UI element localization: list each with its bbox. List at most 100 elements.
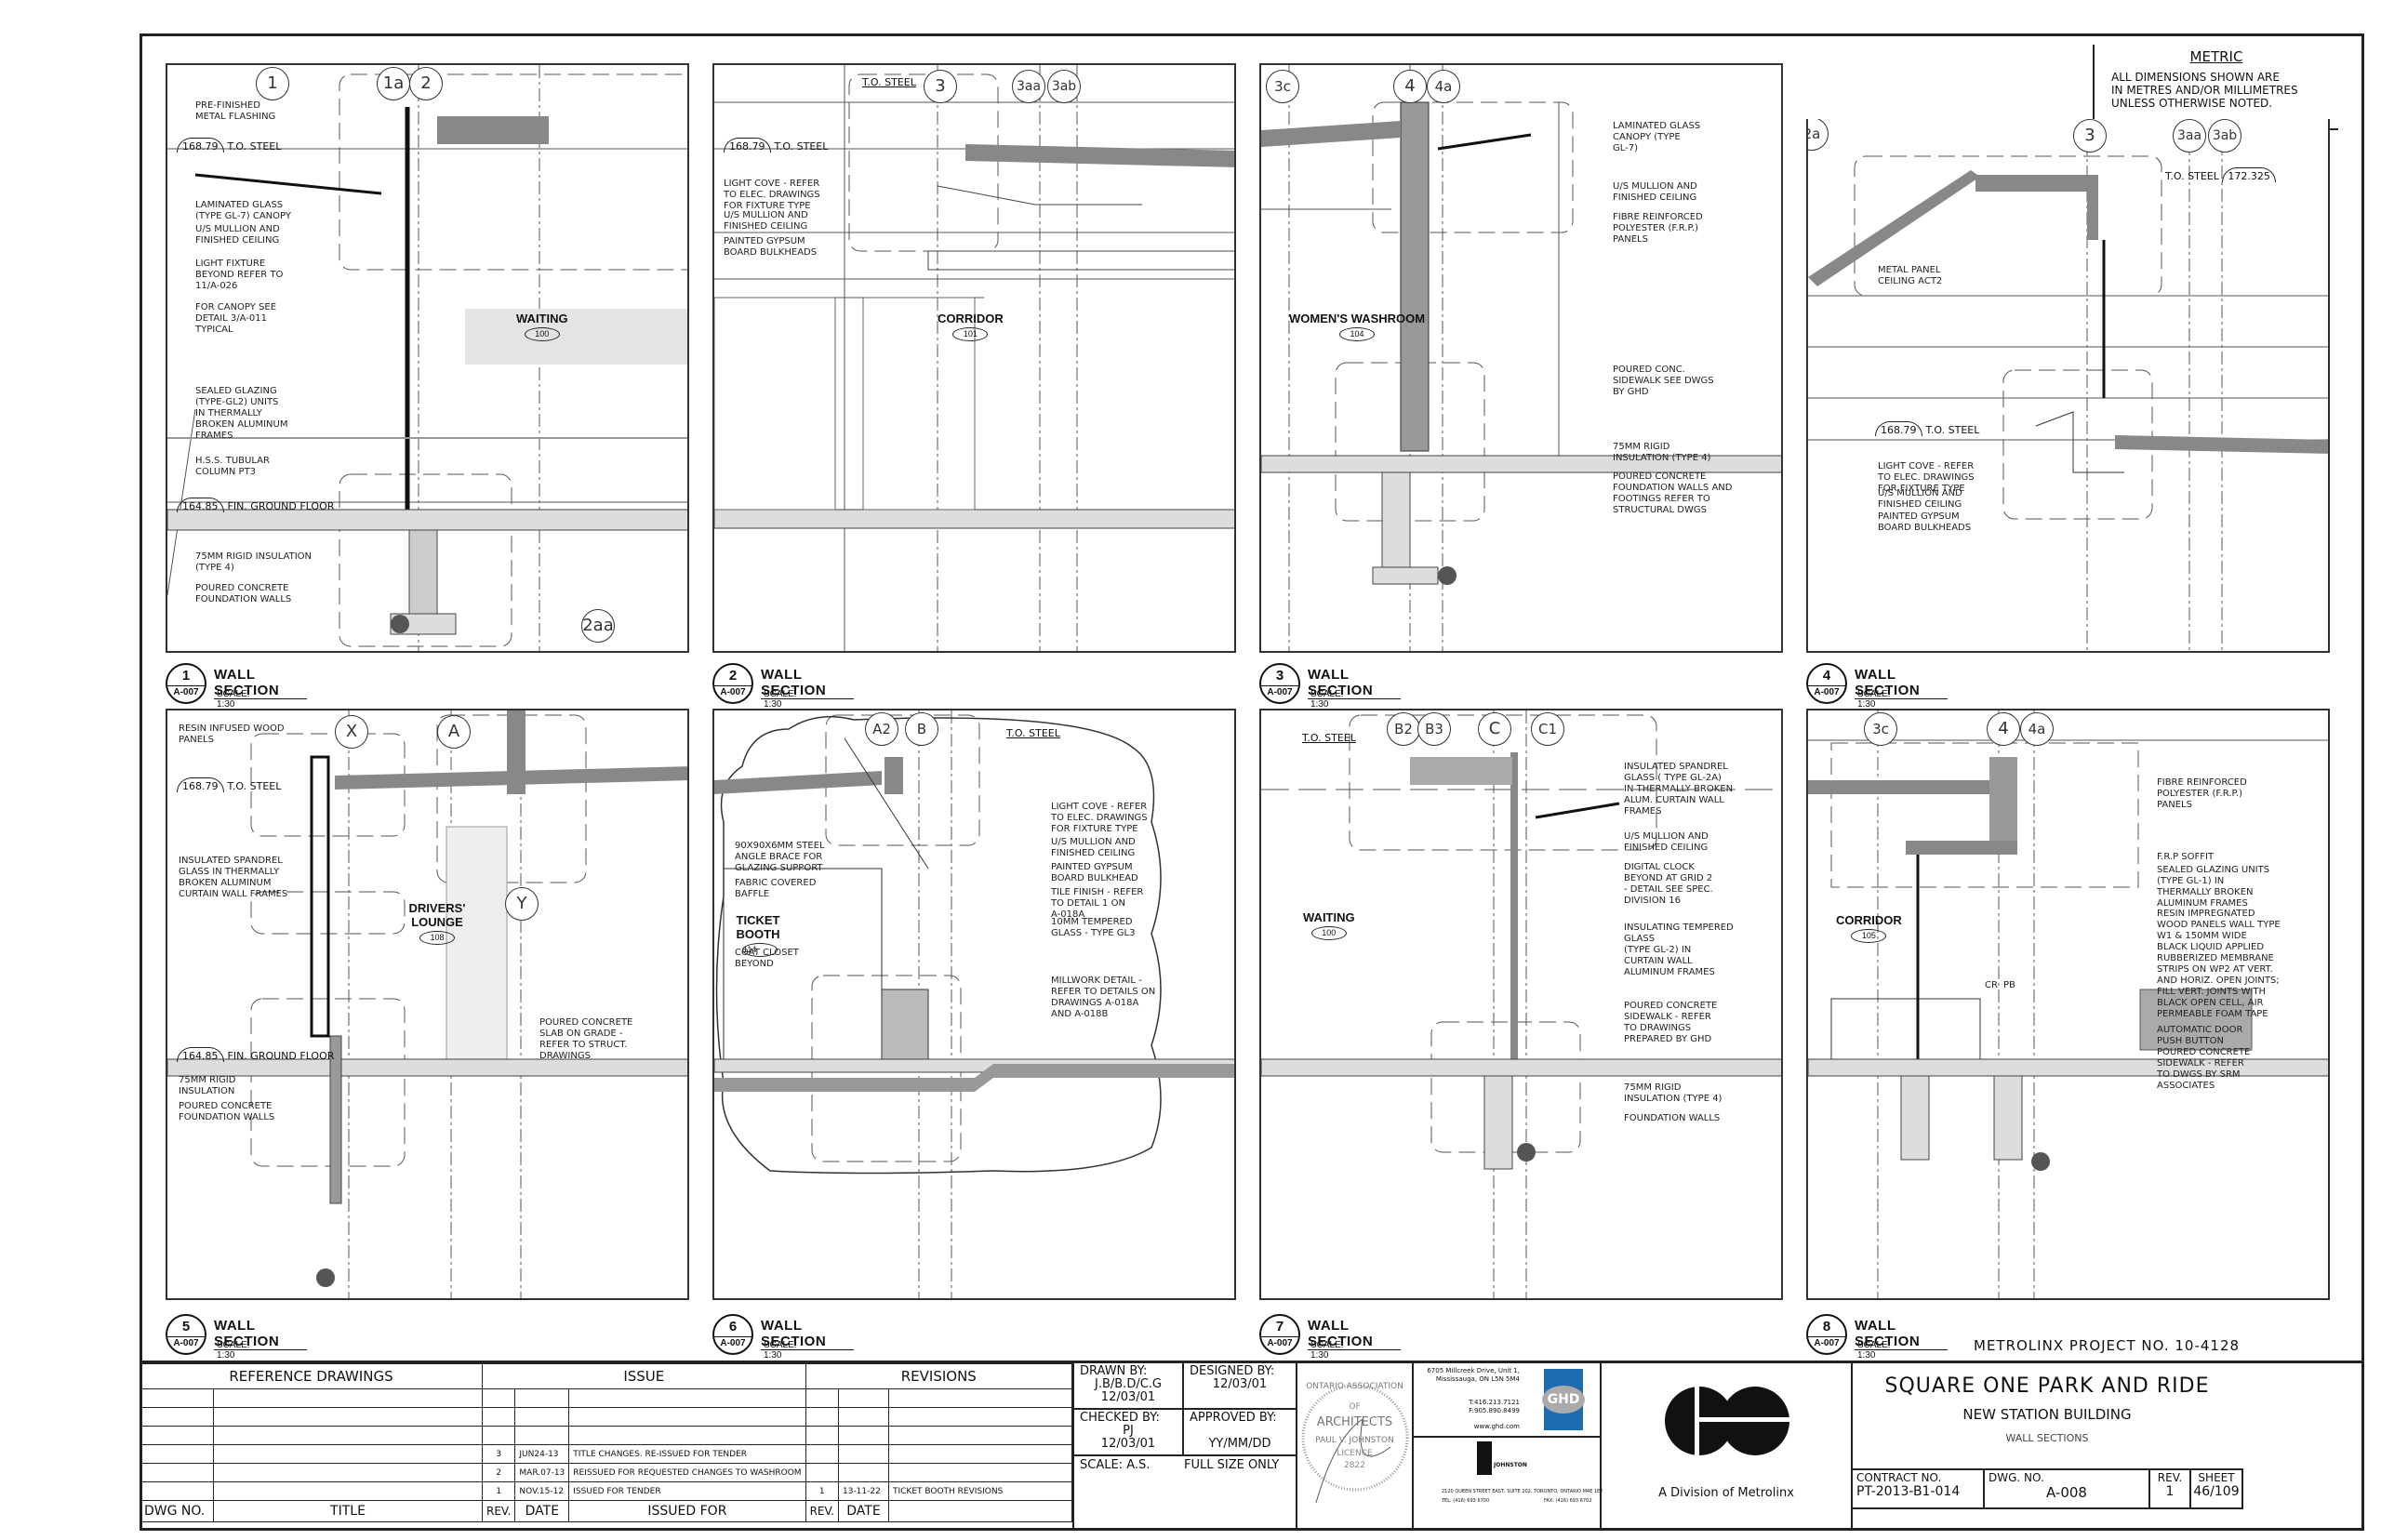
johnston-address: 2120 QUEEN STREET EAST, SUITE 202, TORON… <box>1442 1489 1603 1494</box>
elevation-marker: T.O. STEEL <box>862 76 916 88</box>
section-scale: SCALE: 1:30 <box>1857 1340 1891 1361</box>
grid-bubble: 4a <box>1427 70 1460 103</box>
annotation-note: DIGITAL CLOCK BEYOND AT GRID 2 - DETAIL … <box>1624 862 1713 906</box>
table-row <box>140 1388 1073 1408</box>
metric-heading: METRIC <box>2189 48 2243 65</box>
annotation-note: SEALED GLAZING UNITS (TYPE GL-1) IN THER… <box>2157 865 2270 909</box>
annotation-note: PRE-FINISHED METAL FLASHING <box>195 100 276 122</box>
annotation-note: u/s MULLION AND FINISHED CEILING <box>724 210 808 232</box>
section-1-linework <box>167 65 687 651</box>
seal-licence: LICENCE <box>1337 1449 1373 1458</box>
section-title: WALL SECTION <box>1855 667 1949 699</box>
drawing-number: A-008 <box>2046 1484 2087 1501</box>
grid-bubble: 3 <box>2073 119 2107 153</box>
annotation-note: u/s MULLION AND FINISHED CEILING <box>1051 837 1136 858</box>
wall-section-8-drawing: 3c 4 4a FIBRE REINFORCED POLYESTER (F.R.… <box>1806 709 2330 1300</box>
table-row: 2 MAR.07-13 REISSUED FOR REQUESTED CHANG… <box>140 1463 1073 1482</box>
wall-section-7-drawing: B2 B3 C C1 T.O. STEEL INSULATED SPANDREL… <box>1259 709 1783 1300</box>
johnston-fax: FAX: (416) 693 6702 <box>1544 1498 1592 1504</box>
grid-bubble: 3c <box>1864 712 1897 746</box>
johnston-logo <box>1477 1441 1492 1475</box>
annotation-note: FIBRE REINFORCED POLYESTER (F.R.P.) PANE… <box>1613 212 1703 245</box>
architect-seal: ONTARIO ASSOCIATION OF ARCHITECTS PAUL V… <box>1296 1363 1414 1531</box>
pb-marker: PB <box>2003 980 2015 990</box>
section-scale: SCALE: 1:30 <box>764 1340 797 1361</box>
grid-bubble: 1a <box>377 67 410 100</box>
annotation-note: POURED CONC. SIDEWALK SEE DWGS BY GHD <box>1613 365 1714 397</box>
annotation-note: POURED CONCRETE SIDEWALK - REFER TO DRAW… <box>1624 1001 1718 1044</box>
section-scale: SCALE: 1:30 <box>217 1340 250 1361</box>
checked-by-cell: CHECKED BY: PJ 12/03/01 <box>1074 1410 1184 1456</box>
approved-by-cell: APPROVED BY: YY/MM/DD <box>1184 1410 1297 1456</box>
contract-number: PT-2013-B1-014 <box>1856 1484 1961 1499</box>
title-block: REFERENCE DRAWINGS ISSUE REVISIONS 3 JUN… <box>140 1361 2364 1531</box>
annotation-note: RESIN INFUSED WOOD PANELS <box>179 724 285 745</box>
contract-cell: CONTRACT NO. PT-2013-B1-014 <box>1853 1468 1985 1509</box>
section-title: WALL SECTION <box>214 1318 308 1350</box>
drawing-sheet-border <box>140 33 2364 1531</box>
section-5-linework <box>167 710 687 1298</box>
metric-body: ALL DIMENSIONS SHOWN ARE IN METRES AND/O… <box>2111 71 2298 110</box>
sheet-cell: SHEET 46/109 <box>2191 1468 2243 1509</box>
grid-bubble: 3aa <box>1012 70 1045 103</box>
wall-section-6-drawing: A2 B T.O. STEEL 90x90x6mm STEEL ANGLE BR… <box>712 709 1236 1300</box>
section-title: WALL SECTION <box>1308 667 1402 699</box>
section-6-linework <box>714 710 1234 1298</box>
project-number: METROLINX PROJECT NO. 10-4128 <box>1974 1337 2241 1354</box>
table-row: 3 JUN24-13 TITLE CHANGES. RE-ISSUED FOR … <box>140 1444 1073 1464</box>
grid-bubble: Y <box>505 887 539 921</box>
reference-drawings-heading: REFERENCE DRAWINGS <box>140 1363 483 1389</box>
table-row <box>140 1426 1073 1445</box>
go-transit-logo-block: A Division of Metrolinx <box>1600 1363 1851 1531</box>
grid-bubble: 4 <box>1393 70 1427 103</box>
annotation-note: u/s MULLION AND FINISHED CEILING <box>1878 488 1962 510</box>
johnston-tel: TEL: (416) 693 6700 <box>1442 1498 1490 1504</box>
grid-bubble: A <box>437 715 471 749</box>
annotation-note: LAMINATED GLASS (TYPE GL-7) CANOPY <box>195 200 291 221</box>
dwg-no-cell: DWG. NO. A-008 <box>1985 1468 2150 1509</box>
grid-bubble: A2 <box>865 712 898 746</box>
seal-name: PAUL V. JOHNSTON <box>1315 1436 1394 1445</box>
section-scale: SCALE: 1:30 <box>1857 689 1891 710</box>
elevation-marker: T.O. STEEL <box>1006 727 1060 739</box>
annotation-note: POURED CONCRETE FOUNDATION WALLS <box>179 1101 275 1122</box>
annotation-note: PAINTED GYPSUM BOARD BULKHEADS <box>724 236 818 258</box>
annotation-note: F.R.P SOFFIT <box>2157 852 2215 862</box>
annotation-note: COAT CLOSET BEYOND <box>735 948 799 969</box>
seal-graphic <box>1301 1384 1409 1504</box>
project-subtitle: NEW STATION BUILDING <box>1962 1406 2132 1423</box>
table-row <box>140 1407 1073 1427</box>
annotation-note: POURED CONCRETE SIDEWALK - REFER TO DWGS… <box>2157 1047 2251 1091</box>
annotation-note: POURED CONCRETE FOUNDATION WALLS AND FOO… <box>1613 471 1733 515</box>
grid-bubble: 3c <box>1266 70 1299 103</box>
grid-bubble: 4 <box>1987 712 2020 746</box>
section-scale: SCALE: 1:30 <box>1310 689 1344 710</box>
section-4-linework <box>1808 119 2328 651</box>
annotation-note: LIGHT COVE - REFER TO ELEC. DRAWINGS FOR… <box>1878 461 1975 494</box>
grid-bubble: 2a <box>1808 119 1829 151</box>
cr-marker: CR <box>1985 980 1998 990</box>
section-3-linework <box>1261 65 1781 651</box>
seal-architects: ARCHITECTS <box>1316 1415 1393 1429</box>
go-tagline: A Division of Metrolinx <box>1658 1486 1794 1500</box>
annotation-note: SEALED GLAZING (TYPE-GL2) UNITS IN THERM… <box>195 386 288 441</box>
grid-bubble: B <box>905 712 938 746</box>
annotation-note: INSULATED SPANDREL GLASS IN THERMALLY BR… <box>179 856 288 899</box>
project-title-block: SQUARE ONE PARK AND RIDE NEW STATION BUI… <box>1851 1363 2243 1531</box>
grid-bubble: C <box>1478 712 1511 746</box>
go-logo-icon <box>1665 1382 1792 1461</box>
annotation-note: LIGHT COVE - REFER TO ELEC. DRAWINGS FOR… <box>1051 802 1148 834</box>
grid-bubble: 3aa <box>2173 119 2206 153</box>
